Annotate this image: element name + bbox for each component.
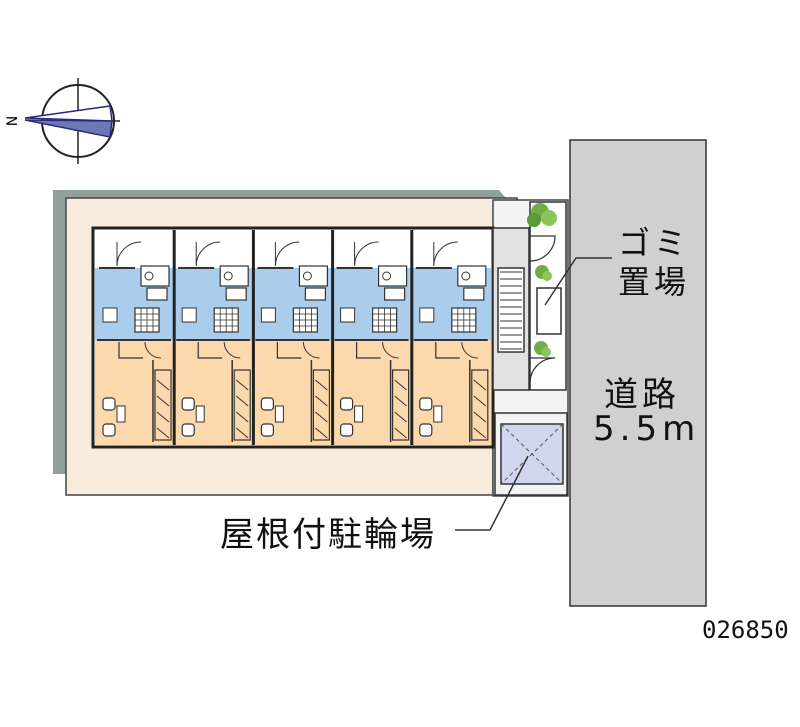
unit-details (97, 230, 489, 445)
compass-north-label: N (5, 116, 21, 126)
garbage-label-line2: 置場 (618, 263, 691, 301)
unit-1 (97, 241, 172, 442)
garbage-label-line1: ゴミ (618, 224, 691, 262)
unit-2 (176, 241, 251, 442)
stair-steps (500, 271, 522, 350)
unit-3 (255, 241, 330, 442)
bicycle-leader-line (455, 455, 529, 531)
road (569, 139, 707, 607)
garbage-box (536, 287, 562, 335)
stairs (497, 267, 525, 353)
road-width-label: 5.5m (593, 409, 701, 449)
road-label: 道路 (604, 375, 680, 415)
bicycle-parking-label: 屋根付駐輪場 (220, 515, 436, 555)
unit-4 (334, 241, 410, 442)
property-id: 026850 (702, 616, 789, 644)
compass-icon: N (5, 78, 120, 164)
bicycle-parking (494, 412, 568, 496)
planting-icon (527, 203, 557, 357)
door-arcs (529, 235, 556, 384)
unit-5 (413, 241, 489, 442)
garbage-leader-line (544, 257, 612, 306)
